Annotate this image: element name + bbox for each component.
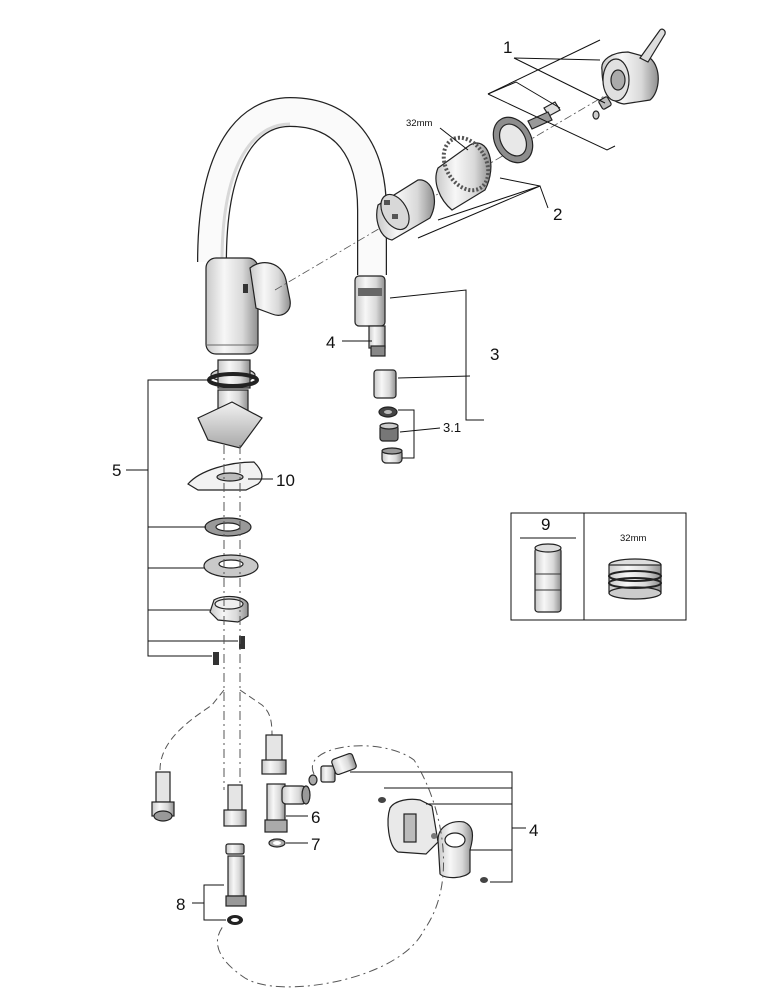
callout-5: 5 [112,379,238,657]
callout-6-label: 6 [311,808,320,827]
cartridge [376,179,435,241]
spare-parts-inset: 9 32mm [510,512,687,621]
callout-1-label: 1 [503,38,512,57]
hose-end-left [151,771,175,822]
callout-3-1-label: 3.1 [443,420,461,435]
callout-3-1: 3.1 [398,409,461,459]
stabilizer-plate [187,461,263,491]
rubber-seal [204,517,252,537]
callout-5-label: 5 [112,461,121,480]
aerator-parts [378,406,403,464]
hose-weight-clip [387,798,439,855]
callout-4-top: 4 [326,333,372,352]
pipe-washer [227,915,243,925]
callout-4-right-label: 4 [529,821,538,840]
callout-9-label: 9 [541,515,550,534]
faucet-spout [197,96,387,275]
hose-end-center [223,784,247,827]
callout-3: 3 [389,289,499,421]
cartridge-nut [435,135,492,211]
clip-screws [378,797,488,883]
cartridge-size-text: 32mm [406,118,432,129]
callout-10-label: 10 [276,471,295,490]
mounting-nut [209,595,249,623]
threaded-ring [492,116,534,164]
faucet-body [205,257,291,355]
callout-8: 8 [176,884,226,921]
callout-2-label: 2 [553,205,562,224]
washer-plate [203,554,259,578]
callout-10: 10 [248,471,295,490]
supply-hoses [159,445,273,790]
callout-2: 2 [417,177,562,239]
callout-6: 6 [286,808,320,827]
pull-out-spray-head [354,275,386,357]
base-o-ring [207,359,259,389]
hose-connectors [197,389,263,449]
callout-4-top-label: 4 [326,333,335,352]
callout-8-label: 8 [176,895,185,914]
mounting-screws [213,636,245,665]
hose-weight [437,821,474,879]
callout-3-label: 3 [490,345,499,364]
hose-end-right [261,734,287,775]
aerator-sleeve [373,369,397,399]
callout-7: 7 [286,835,320,854]
callout-1: 1 [487,38,616,151]
cartridge-tool [534,543,562,613]
callout-4-right: 4 [350,771,538,883]
set-screw [592,96,612,120]
angle-valve-connector [264,783,311,833]
pull-out-hose-path [216,745,444,988]
inset-size-label: 32mm [620,533,646,544]
handle-lever [601,28,666,105]
connector-washer [268,838,286,848]
cartridge-size-label: 32mm [406,118,469,151]
check-valve [308,752,357,786]
extension-pipe [225,843,247,907]
cartridge-nut-inset [608,558,662,600]
callout-7-label: 7 [311,835,320,854]
